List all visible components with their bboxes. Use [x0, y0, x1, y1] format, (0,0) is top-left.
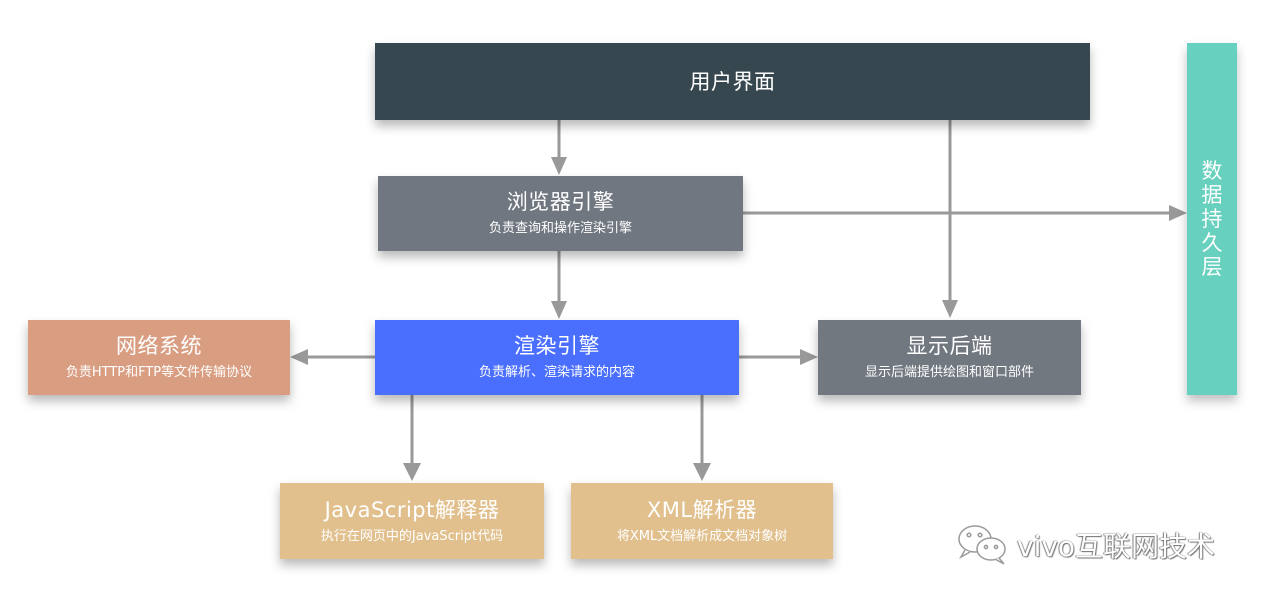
node-title: JavaScript解释器: [324, 497, 500, 522]
js-interpreter-node: JavaScript解释器 执行在网页中的JavaScript代码: [280, 483, 544, 559]
node-title: 显示后端: [906, 334, 993, 358]
node-title: 渲染引擎: [514, 334, 600, 358]
watermark: vivo互联网技术: [955, 523, 1215, 567]
node-subtitle: 执行在网页中的JavaScript代码: [320, 528, 504, 544]
user-interface-node: 用户界面: [375, 43, 1090, 120]
node-subtitle: 负责解析、渲染请求的内容: [478, 365, 635, 380]
arrowhead-ui-to-display-backend: [942, 300, 958, 318]
ui-backend-node: 显示后端 显示后端提供绘图和窗口部件: [818, 320, 1081, 395]
browser-engine-node: 浏览器引擎 负责查询和操作渲染引擎: [378, 176, 743, 251]
arrowhead-rendering-to-network: [290, 349, 308, 365]
data-persistence-node: 数据持久层: [1187, 43, 1237, 395]
watermark-text: vivo互联网技术: [1017, 530, 1216, 563]
networking-node: 网络系统 负责HTTP和FTP等文件传输协议: [28, 320, 290, 395]
arrowhead-browser-to-persistence: [1169, 205, 1187, 221]
arrowhead-rendering-to-js: [403, 463, 421, 481]
wechat-icon: [958, 525, 1006, 565]
node-title: 用户界面: [689, 69, 776, 94]
arrowhead-browser-to-rendering: [551, 301, 567, 319]
arrowhead-rendering-to-display: [800, 349, 818, 365]
arrowhead-rendering-to-xml: [693, 463, 711, 481]
node-subtitle: 负责HTTP和FTP等文件传输协议: [65, 365, 253, 380]
arrowhead-ui-to-browser-engine: [551, 157, 567, 175]
node-title: 网络系统: [116, 334, 202, 358]
xml-parser-node: XML解析器 将XML文档解析成文档对象树: [571, 483, 833, 559]
node-subtitle: 将XML文档解析成文档对象树: [616, 528, 788, 544]
rendering-engine-node: 渲染引擎 负责解析、渲染请求的内容: [375, 320, 739, 395]
node-title: 数据持久层: [1201, 159, 1223, 279]
node-title: 浏览器引擎: [506, 190, 615, 214]
node-title: XML解析器: [646, 497, 758, 522]
node-subtitle: 负责查询和操作渲染引擎: [488, 221, 632, 236]
node-subtitle: 显示后端提供绘图和窗口部件: [864, 365, 1034, 380]
